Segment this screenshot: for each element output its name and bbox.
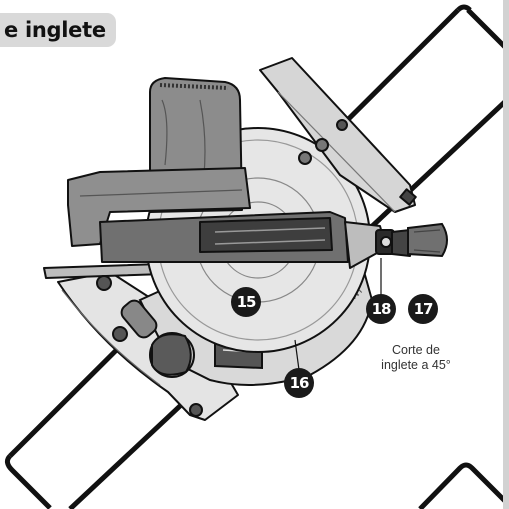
- page-edge-bar: [503, 0, 509, 509]
- section-tab: e inglete: [0, 13, 116, 47]
- callout-16-label: 16: [289, 374, 310, 392]
- callout-18-label: 18: [371, 300, 392, 318]
- callout-17-label: 17: [413, 300, 434, 318]
- caption-line-2: inglete a 45°: [381, 358, 451, 372]
- miter-handle-knob: [407, 222, 448, 258]
- upper-guard-arm: [259, 57, 417, 213]
- callout-15: 15: [231, 287, 261, 317]
- bevel-lock-knob: [96, 275, 203, 417]
- callout-18: 18: [366, 294, 396, 324]
- callout-15-label: 15: [236, 293, 257, 311]
- callout-16: 16: [284, 368, 314, 398]
- section-tab-label: e inglete: [4, 18, 106, 42]
- callout-17: 17: [408, 294, 438, 324]
- workpiece-board-lower: [418, 462, 509, 509]
- caption-line-1: Corte de: [392, 343, 440, 357]
- miter-lock-assembly: [344, 221, 411, 269]
- leader-lines: [294, 258, 382, 371]
- caption: Corte de inglete a 45°: [366, 343, 466, 373]
- motor-housing: [67, 77, 349, 263]
